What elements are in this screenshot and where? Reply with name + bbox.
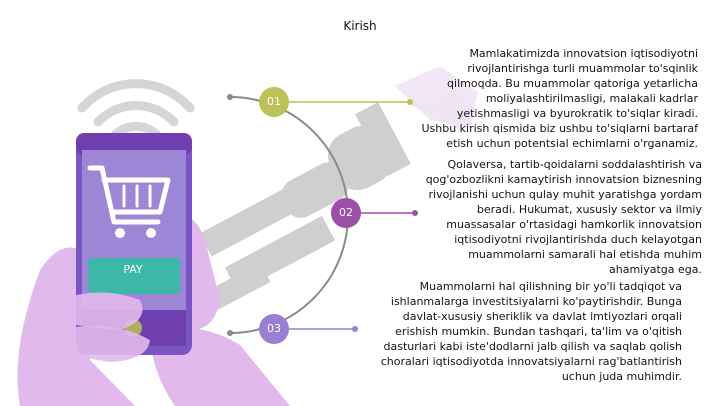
wifi-icon [77, 79, 195, 141]
step-badge-02: 02 [331, 198, 361, 228]
step-badge-03: 03 [259, 314, 289, 344]
watermark-text [189, 101, 411, 320]
paragraph-2: Qolaversa, tartib-qoidalarni soddalashti… [425, 158, 702, 276]
pay-button-label: PAY [123, 263, 143, 276]
connector-dot [412, 210, 418, 216]
paragraph-3: Muammolarni hal qilishning bir yo'li tad… [380, 280, 682, 383]
arc-end-dot [227, 94, 233, 100]
step-badge-01: 01 [259, 87, 289, 117]
slide-title: Kirish [343, 19, 377, 33]
arc-end-dot [227, 330, 233, 336]
connector-dot [407, 99, 413, 105]
watermark-shapes [395, 66, 478, 130]
connector-dot [352, 326, 358, 332]
cart-wheels [115, 228, 156, 238]
shopping-cart-icon [87, 165, 171, 225]
fingers-illustration [60, 292, 150, 362]
paragraph-1: Mamlakatimizda innovatsion iqtisodiyotni… [421, 47, 698, 150]
